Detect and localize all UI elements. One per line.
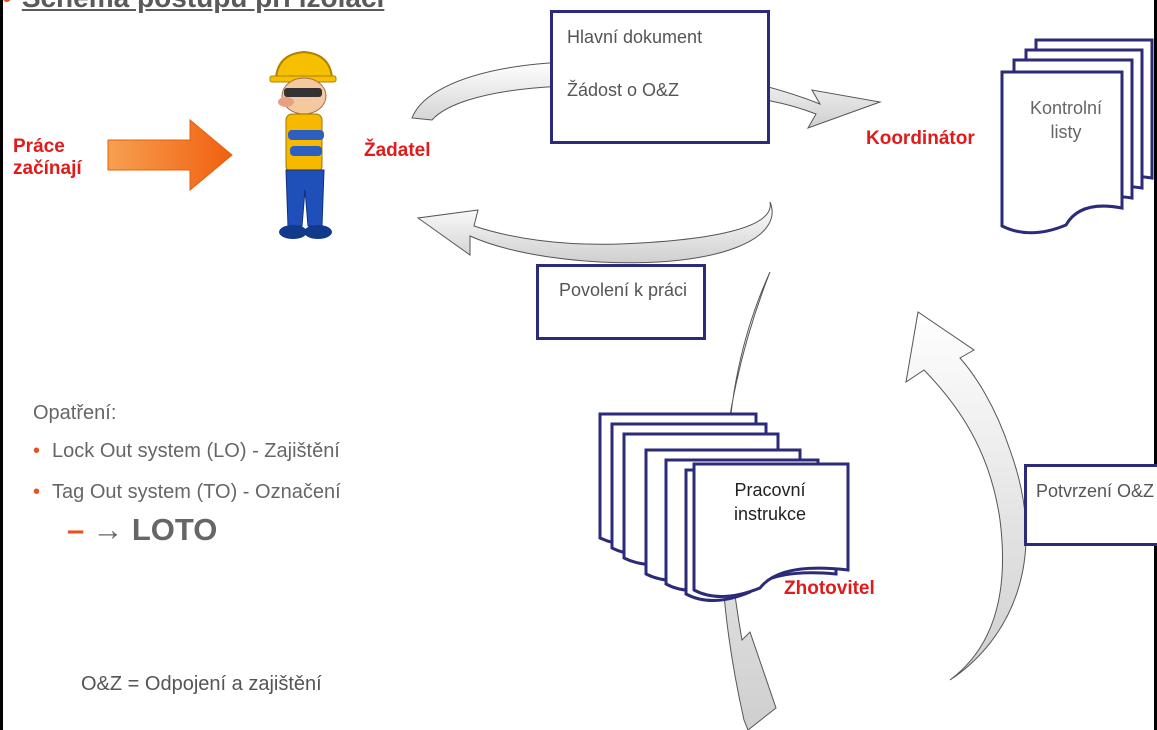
checklists-document-stack <box>1000 38 1154 235</box>
page-title: • Schéma postupu při izolaci <box>2 0 384 14</box>
request-label: Žádost o O&Z <box>567 80 680 100</box>
checklists-label: Kontrolní listy <box>1029 98 1103 142</box>
measure-bullet: • <box>33 440 41 462</box>
measure-item: • Lock Out system (LO) - Zajištění <box>33 440 340 463</box>
main-document-title: Hlavní dokument <box>567 27 703 47</box>
confirmation-box: Potvrzení O&Z <box>1024 464 1157 546</box>
measure-item: • Tag Out system (TO) - Označení <box>33 481 341 504</box>
loto-arrow: → <box>92 512 124 547</box>
measure-item-text: Lock Out system (LO) - Zajištění <box>52 440 340 462</box>
page-title-text: Schéma postupu při izolaci <box>22 0 385 13</box>
measure-item-text: Tag Out system (TO) - Označení <box>52 481 341 503</box>
measures-heading: Opatření: <box>33 402 117 424</box>
page-border-left <box>0 0 3 730</box>
start-arrow <box>107 118 233 192</box>
start-label: Práce začínají <box>13 136 82 179</box>
main-document-box: Hlavní dokument Žádost o O&Z <box>550 10 770 144</box>
curved-arrow-confirmation <box>905 311 1027 681</box>
title-bullet: • <box>2 0 12 14</box>
role-requester: Žadatel <box>364 140 431 161</box>
footnote: O&Z = Odpojení a zajištění <box>81 673 322 695</box>
confirmation-label: Potvrzení O&Z <box>1035 481 1155 501</box>
measure-bullet: • <box>33 481 41 503</box>
curved-arrow-permit <box>416 201 773 264</box>
instructions-label: Pracovní instrukce <box>733 480 807 524</box>
page-border-right <box>1154 0 1157 730</box>
loto-text: LOTO <box>131 512 218 547</box>
loto-result: –→ LOTO <box>67 512 217 548</box>
worker-figure <box>269 50 337 239</box>
role-coordinator: Koordinátor <box>866 128 975 149</box>
instructions-document-stack <box>598 412 850 603</box>
permit-box: Povolení k práci <box>536 264 706 340</box>
role-contractor: Zhotovitel <box>784 578 875 599</box>
loto-dash: – <box>67 512 85 547</box>
permit-label: Povolení k práci <box>558 280 688 300</box>
